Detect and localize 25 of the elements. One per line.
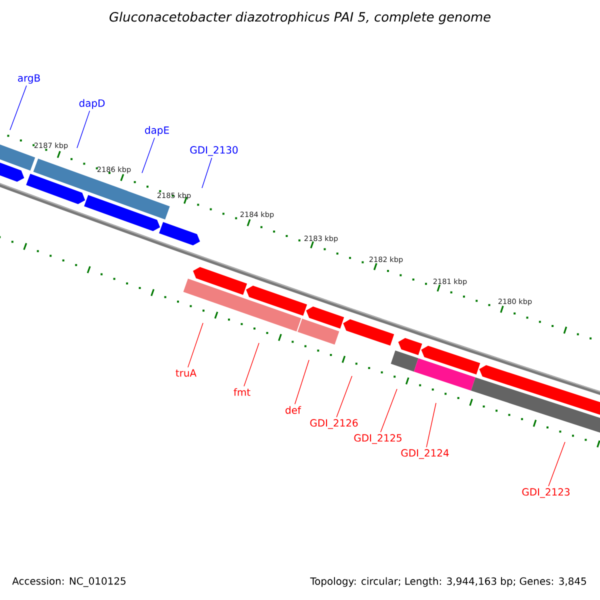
title: Gluconacetobacter diazotrophicus PAI 5, complete genome — [110, 12, 490, 24]
gene-label: argB — [18, 74, 40, 84]
genome-info-text: Topology: circular; Length: 3,944,163 bp; Genes: 3,845 — [310, 577, 586, 587]
gene-label: GDI_2124 — [401, 449, 449, 459]
leader-line — [426, 402, 436, 448]
leader-line — [10, 85, 27, 130]
leader-line — [244, 342, 260, 387]
leader-line — [294, 360, 310, 405]
gene-label: fmt — [234, 388, 250, 396]
leader-line — [380, 388, 398, 432]
gene-label: def — [286, 406, 302, 414]
gene-label: GDI_2125 — [354, 434, 402, 444]
leader-line — [142, 137, 155, 174]
accession-text: Accession: NC_010125 — [12, 577, 126, 587]
gene-label: GDI_2126 — [310, 419, 358, 429]
gene-label: GDI_2123 — [522, 488, 570, 498]
leader-line — [188, 322, 204, 368]
gene-label: dapD — [79, 99, 105, 109]
leader-line — [76, 110, 90, 148]
leader-line — [336, 376, 352, 418]
leader-line — [202, 158, 212, 188]
leader-line — [548, 442, 566, 486]
gene-label: dapE — [145, 126, 169, 136]
gene-label: truA — [176, 369, 196, 377]
gene-label: GDI_2130 — [190, 146, 238, 156]
